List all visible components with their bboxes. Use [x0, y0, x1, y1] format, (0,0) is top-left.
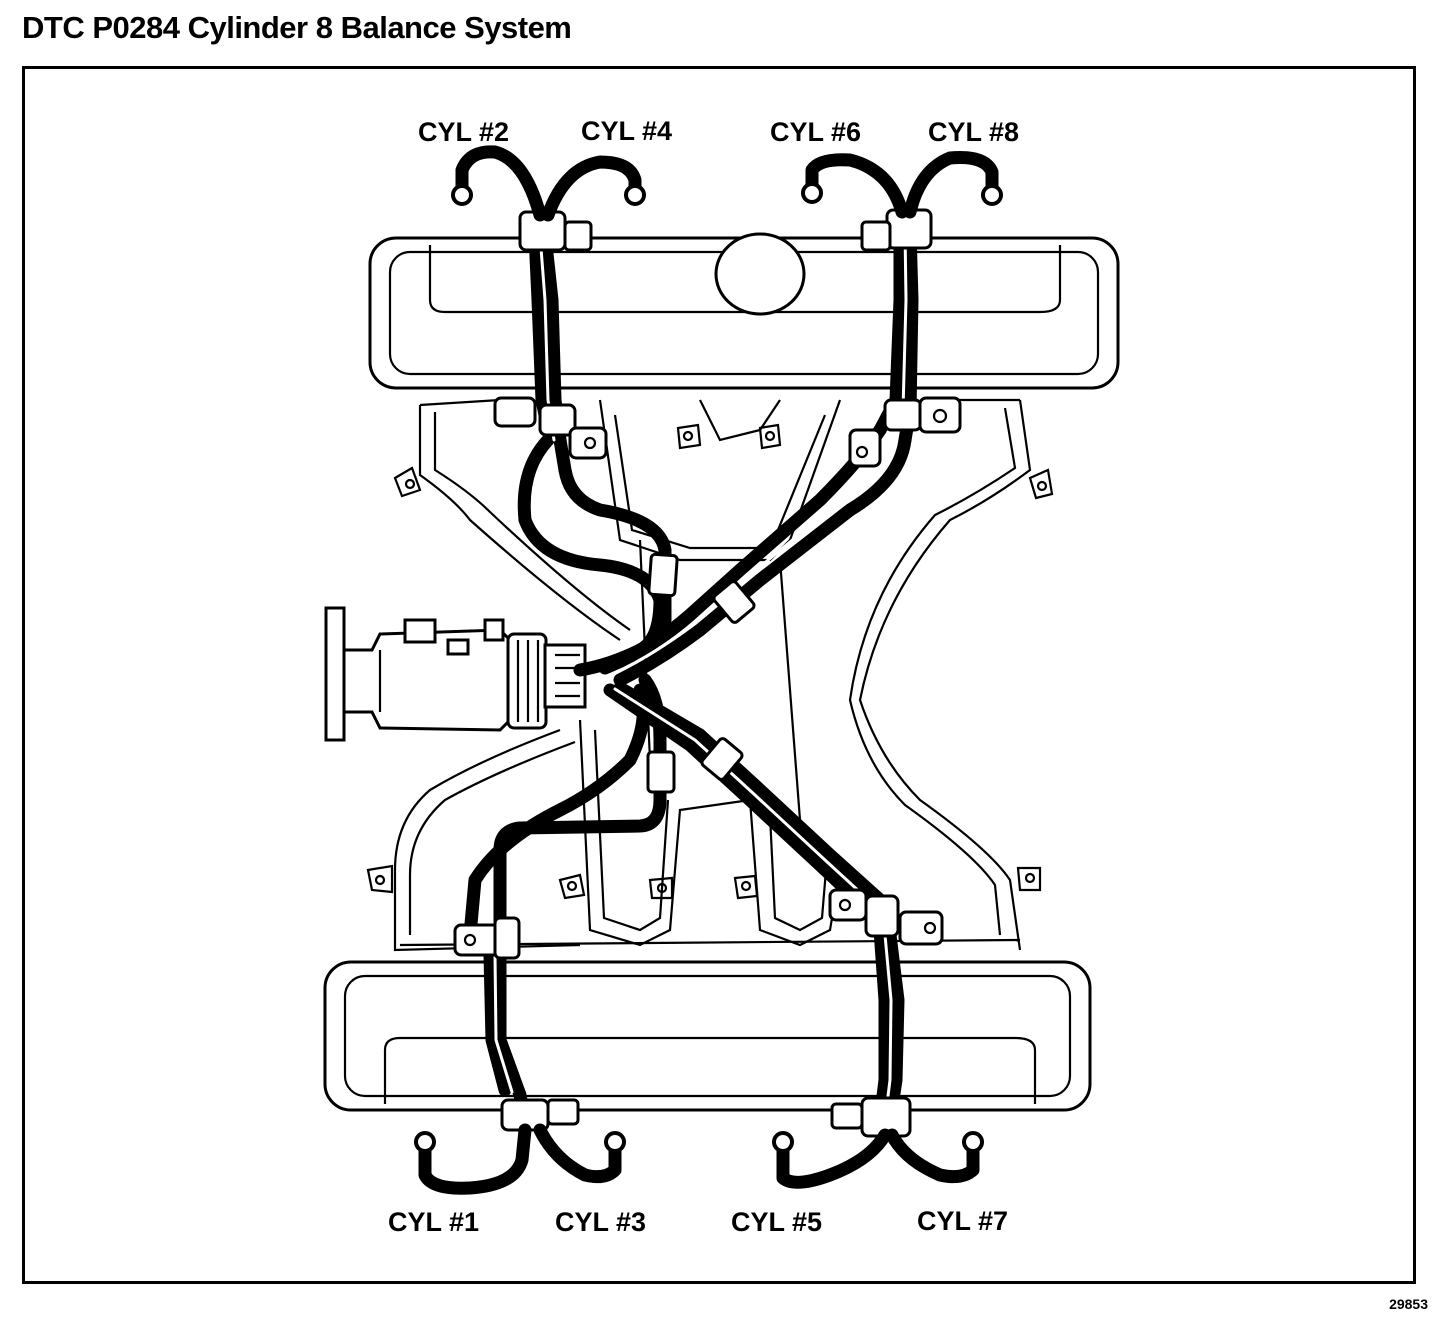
- label-cyl-8: CYL #8: [928, 117, 1019, 147]
- label-cyl-2: CYL #2: [418, 117, 509, 147]
- upper-valve-cover: [368, 232, 1120, 390]
- label-cyl-4: CYL #4: [581, 116, 672, 146]
- page-title: DTC P0284 Cylinder 8 Balance System: [22, 10, 572, 45]
- figure-number: 29853: [1389, 1296, 1428, 1312]
- hose-fittings: [453, 208, 962, 1138]
- sensor-connector: [324, 606, 587, 742]
- upper-cylinder-lines: [451, 145, 1003, 222]
- lower-cylinder-lines: [414, 1123, 984, 1195]
- label-cyl-5: CYL #5: [731, 1207, 822, 1237]
- label-cyl-7: CYL #7: [917, 1206, 1008, 1236]
- lower-valve-cover: [323, 960, 1092, 1112]
- label-cyl-3: CYL #3: [555, 1207, 646, 1237]
- diagram-frame: [22, 66, 1416, 1284]
- balance-hoses: [463, 223, 919, 1127]
- label-cyl-1: CYL #1: [388, 1207, 479, 1237]
- label-cyl-6: CYL #6: [770, 117, 861, 147]
